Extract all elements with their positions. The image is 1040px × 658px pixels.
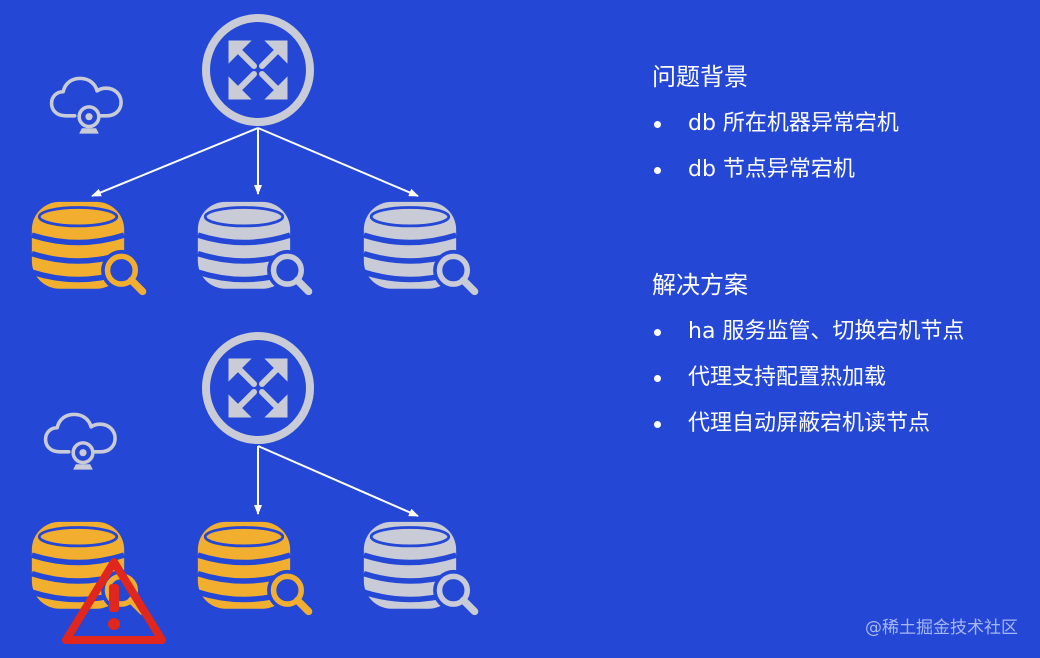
solution-item: ha 服务监管、切换宕机节点 <box>652 318 964 346</box>
problem-title: 问题背景 <box>652 63 748 91</box>
database-search-icon <box>198 522 309 612</box>
router-icon <box>206 18 310 122</box>
problem-list: db 所在机器异常宕机 db 节点异常宕机 <box>652 110 899 184</box>
solution-list: ha 服务监管、切换宕机节点 代理支持配置热加载 代理自动屏蔽宕机读节点 <box>652 318 964 438</box>
cloud-camera-icon <box>49 76 123 136</box>
solution-item: 代理自动屏蔽宕机读节点 <box>652 410 964 438</box>
database-search-icon <box>32 202 143 292</box>
watermark: @稀土掘金技术社区 <box>865 618 1018 638</box>
cloud-camera-icon <box>43 412 117 472</box>
router-icon <box>206 336 310 440</box>
problem-item: db 节点异常宕机 <box>652 156 899 184</box>
database-search-icon <box>198 202 309 292</box>
problem-section: 问题背景 db 所在机器异常宕机 db 节点异常宕机 <box>652 62 899 184</box>
database-search-icon <box>364 202 475 292</box>
warning-icon <box>62 558 166 644</box>
solution-section: 解决方案 ha 服务监管、切换宕机节点 代理支持配置热加载 代理自动屏蔽宕机读节… <box>652 270 964 438</box>
solution-title: 解决方案 <box>652 271 748 299</box>
connector-arrow <box>91 127 259 197</box>
connector-arrow <box>257 445 419 517</box>
database-search-icon <box>364 522 475 612</box>
connector-arrow <box>257 127 419 197</box>
solution-item: 代理支持配置热加载 <box>652 364 964 392</box>
problem-item: db 所在机器异常宕机 <box>652 110 899 138</box>
